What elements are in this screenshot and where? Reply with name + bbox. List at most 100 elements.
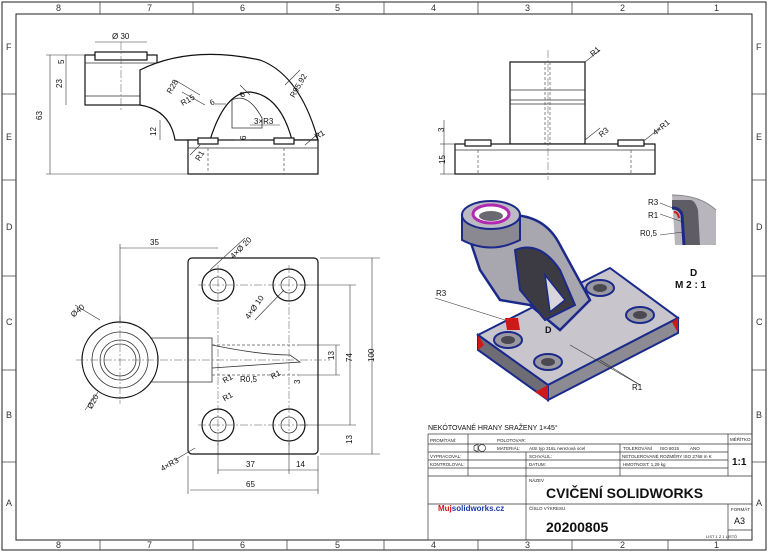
side-view [440,49,661,180]
zone-row-left-A: A [6,498,12,508]
detail-label-r1: R1 [648,211,659,220]
zone-column-labels-top: 8 7 6 5 4 3 2 1 [56,3,719,13]
top-dim-d20: Ø20 [85,392,101,410]
front-dim-12: 12 [149,127,158,136]
side-dim-3: 3 [437,127,446,132]
zone-row-right-E: E [756,132,762,142]
top-dim-4r3: 4×R3 [159,455,181,473]
zone-col-top-8: 8 [56,3,61,13]
detail-view [659,194,717,246]
top-dim-35: 35 [150,238,159,247]
tb-format: A3 [734,516,745,526]
zone-row-labels-right: F E D C B A [756,42,763,508]
tb-vypracoval: VYPRACOVAL: [430,454,461,459]
side-dim-r3: R3 [597,125,611,139]
front-dim-6a: 6 [208,97,217,107]
tb-meritko-value: 1:1 [732,457,747,468]
tb-hmotnost: HMOTNOST: 1,29 kg [623,462,666,467]
detail-label-r05: R0,5 [640,229,657,238]
front-dim-23: 23 [55,79,64,88]
tb-brand: Mujsolidworks.cz [438,504,504,513]
zone-row-left-C: C [6,317,13,327]
tb-kontroloval: KONTROLOVAL: [430,462,465,467]
tb-brand-red: Muj [438,504,452,513]
zone-col-bottom-1: 1 [714,540,719,550]
iso-label-d: D [545,325,552,335]
tb-material-value: AISI typ 316L nerezová ocel [529,446,585,451]
zone-row-right-D: D [756,222,763,232]
tb-cislo: 20200805 [546,519,609,535]
tb-cislo-label: ČÍSLO VÝKRESU [529,505,565,511]
zone-col-top-4: 4 [431,3,436,13]
tb-netol: NETOLEROVANÉ ROZMĚRY ISO 2768 m K [622,452,712,459]
zone-col-bottom-4: 4 [431,540,436,550]
front-dim-3r3: 3×R3 [254,117,274,126]
tb-tolerance-ano: ANO [690,446,700,451]
zone-row-left-B: B [6,410,12,420]
iso-label-r1: R1 [632,383,643,392]
tb-schvalil: SCHVÁLIL: [529,453,552,459]
front-dim-5: 5 [57,59,66,64]
tb-polotovar: POLOTOVAR: [497,438,526,443]
tb-meritko-label: MĚŘÍTKO [730,435,751,442]
front-dim-6b: 6 [238,90,248,100]
side-dim-15: 15 [438,155,447,164]
tb-nazev: CVIČENÍ SOLIDWORKS [546,484,703,501]
tb-material-label: MATERIÁL: [497,445,520,451]
zone-col-top-1: 1 [714,3,719,13]
zone-col-bottom-7: 7 [147,540,152,550]
tb-promitani: PROMÍTÁNÍ: [430,437,456,443]
zone-col-top-7: 7 [147,3,152,13]
tb-datum: DATUM: [529,462,546,467]
zone-row-right-B: B [756,410,762,420]
top-dim-d40: Ø40 [69,302,87,319]
zone-col-bottom-5: 5 [335,540,340,550]
zone-col-top-5: 5 [335,3,340,13]
detail-scale: M 2 : 1 [675,280,707,291]
top-dim-14: 14 [296,460,305,469]
top-view [74,237,380,494]
front-dim-6c: 6 [239,135,248,140]
zone-row-left-E: E [6,132,12,142]
front-view [46,41,321,175]
tb-tolerance-value: ISO 8015 [660,446,680,451]
tb-format-label: FORMÁT [731,506,750,512]
zone-row-labels-left: F E D C B A [6,42,13,508]
top-dim-65: 65 [246,480,255,489]
zone-row-right-F: F [756,42,762,52]
tb-nazev-label: NÁZEV [529,477,544,483]
detail-title: D [690,268,697,279]
title-block [427,433,753,541]
top-dim-4d20: 4×Ø 20 [228,235,253,260]
front-dim-63: 63 [35,111,44,120]
zone-col-top-6: 6 [240,3,245,13]
tb-brand-blue: solidworks.cz [452,504,504,513]
iso-label-r3: R3 [436,289,447,298]
zone-col-top-2: 2 [620,3,625,13]
side-dim-4r1: 4×R1 [651,117,672,137]
side-dim-r1: R1 [588,45,602,59]
tb-tolerance-label: TOLEROVÁNÍ [623,445,653,451]
zone-col-bottom-2: 2 [620,540,625,550]
iso-view [434,200,680,402]
zone-col-top-3: 3 [525,3,530,13]
zone-col-bottom-6: 6 [240,540,245,550]
top-dim-r05: R0,5 [240,375,257,384]
top-dim-37: 37 [246,460,255,469]
general-note: NEKÓTOVANÉ HRANY SRAŽENY 1×45° [428,423,558,432]
zone-row-right-A: A [756,498,762,508]
top-dim-100: 100 [367,348,376,362]
zone-column-labels-bottom: 8 7 6 5 4 3 2 1 [56,540,719,550]
zone-row-right-C: C [756,317,763,327]
zone-col-bottom-8: 8 [56,540,61,550]
top-dim-13a: 13 [327,351,336,360]
zone-col-bottom-3: 3 [525,540,530,550]
top-dim-3: 3 [293,379,302,384]
top-dim-74: 74 [345,353,354,362]
zone-row-left-D: D [6,222,13,232]
zone-row-left-F: F [6,42,12,52]
top-dim-13b: 13 [345,435,354,444]
tb-list: LIST 1 Z 1 LISTŮ [706,534,737,539]
